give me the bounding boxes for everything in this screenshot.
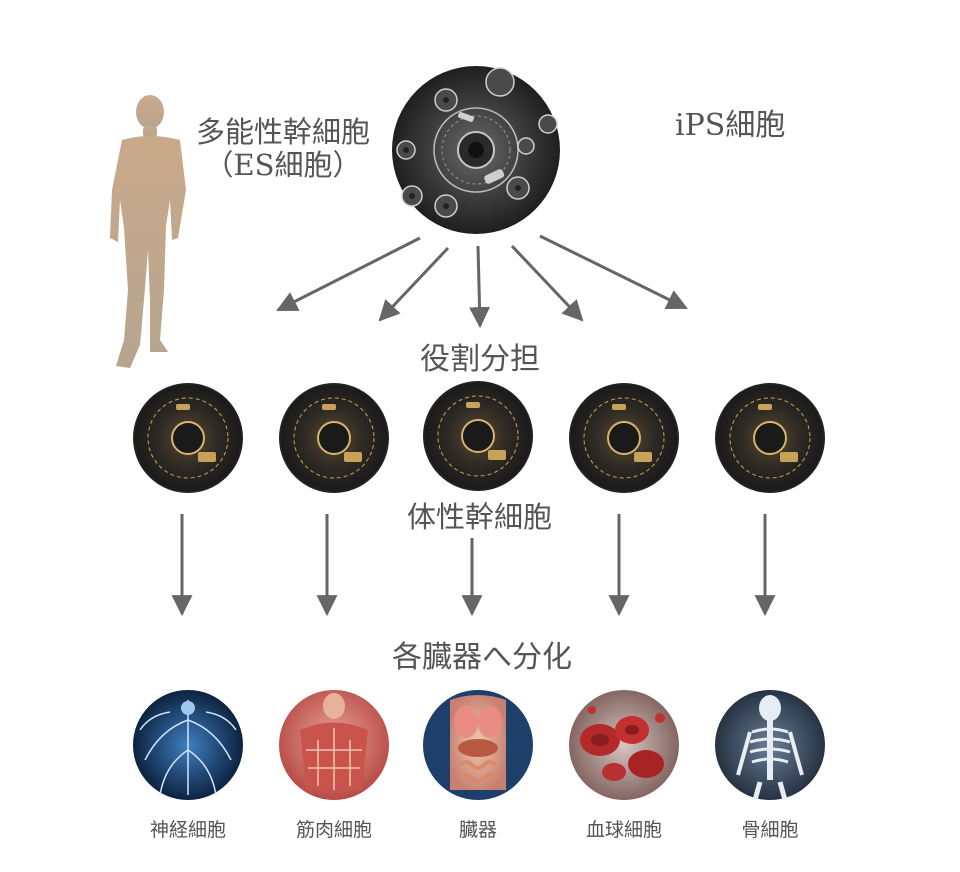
- arrow-2: [378, 246, 450, 322]
- arrow-5: [539, 234, 688, 310]
- cell-type-label-bone: 骨細胞: [741, 819, 799, 841]
- muscle-icon: [279, 690, 389, 800]
- somatic-cell-image: [569, 383, 679, 493]
- organ-icon: [423, 690, 533, 800]
- pluripotent-title-line2: （ES細胞）: [204, 148, 362, 183]
- somatic-cell-image: [133, 383, 243, 493]
- cell-type-label-blood: 血球細胞: [585, 819, 662, 841]
- somatic-cell-image: [423, 381, 533, 491]
- arrow-3: [469, 245, 491, 329]
- human-silhouette-icon: [110, 95, 186, 368]
- cell-type-label-nerve: 神経細胞: [149, 819, 226, 841]
- somatic-stem-cell-title: 体性幹細胞: [407, 500, 553, 534]
- differentiation-title: 各臓器へ分化: [392, 640, 572, 675]
- upper-arrows: [276, 234, 688, 329]
- somatic-stem-cells: [133, 381, 825, 493]
- pluripotent-title-line1: 多能性幹細胞: [196, 115, 371, 149]
- lower-arrows: [171, 514, 776, 617]
- arrow-1: [276, 236, 421, 312]
- ips-title: iPS細胞: [675, 108, 786, 143]
- pluripotent-cell-image: [392, 66, 560, 234]
- nerve-icon: [133, 690, 243, 800]
- somatic-cell-image: [279, 383, 389, 493]
- bone-icon: [715, 690, 825, 801]
- role-division-title: 役割分担: [420, 342, 540, 377]
- cell-type-label-muscle: 筋肉細胞: [295, 819, 372, 841]
- pluripotent-title: 多能性幹細胞 （ES細胞）: [196, 115, 371, 183]
- arrow-4: [510, 244, 584, 322]
- cell-type-label-organ: 臓器: [458, 819, 497, 841]
- blood-cell-icon: [569, 690, 679, 800]
- somatic-cell-image: [715, 383, 825, 493]
